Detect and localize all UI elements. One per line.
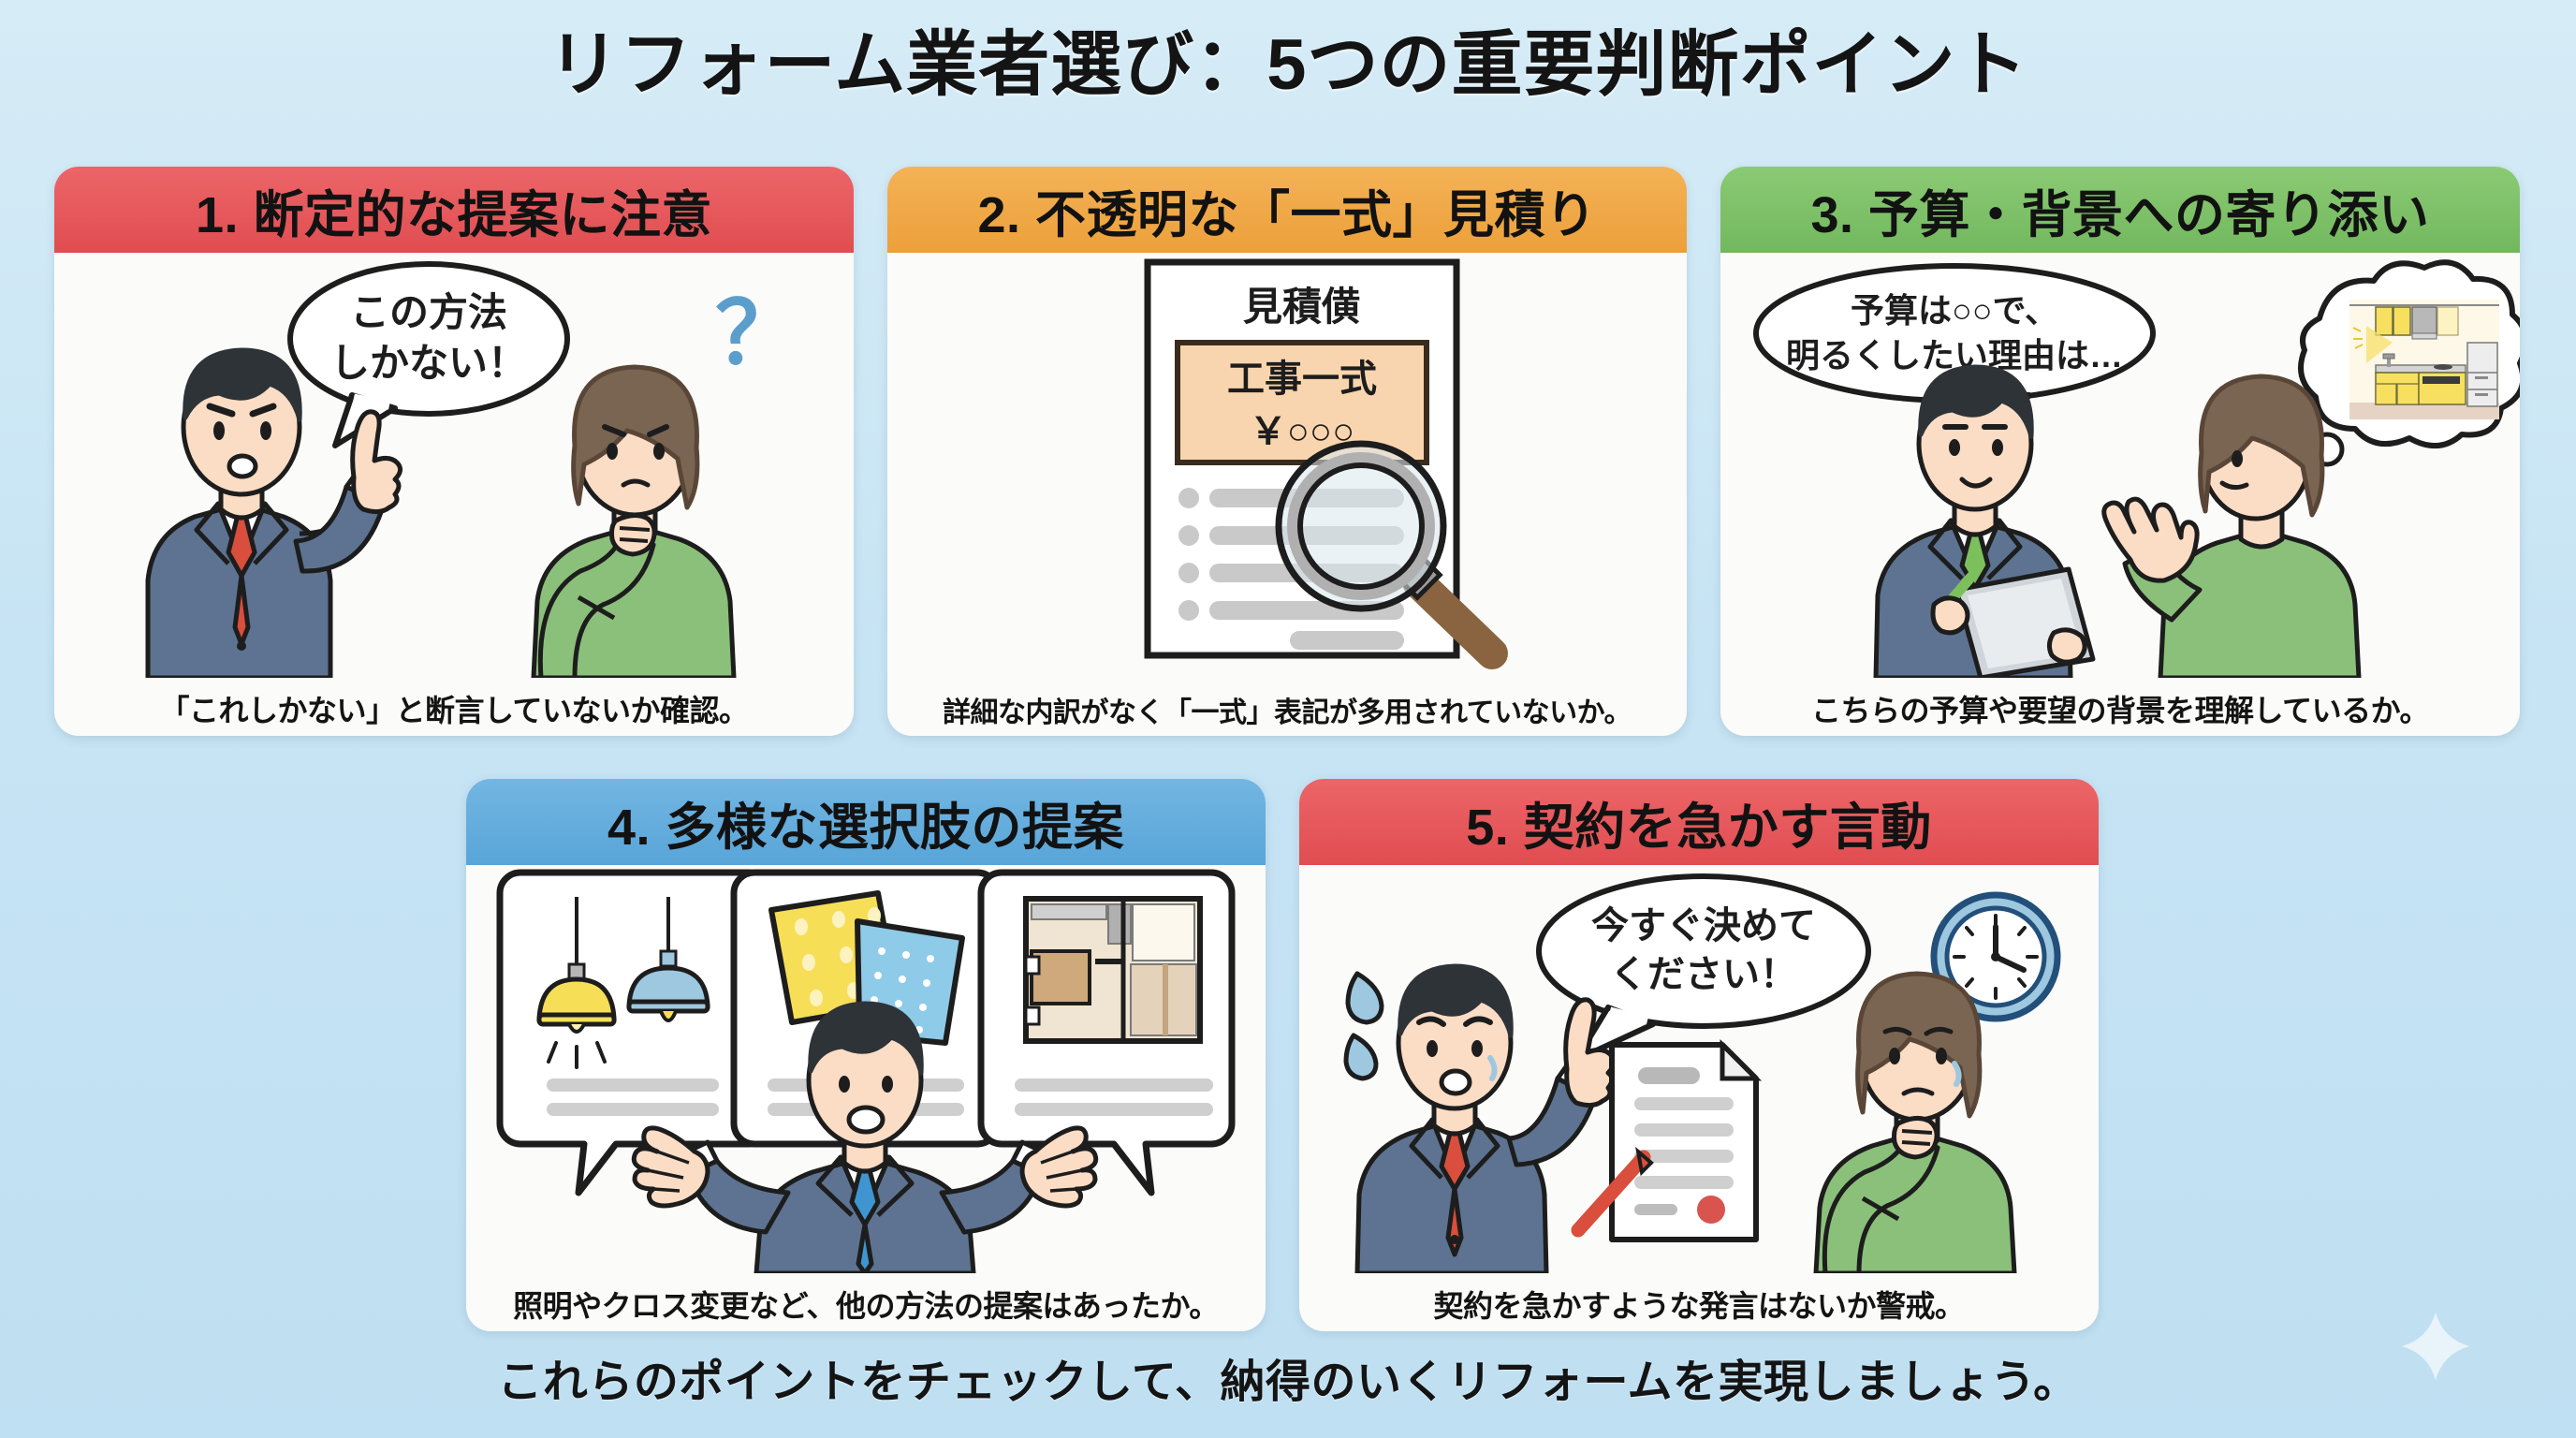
card-2-header: 2. 不透明な「一式」見積り [887, 167, 1687, 253]
card-4-illustration [466, 865, 1266, 1273]
thought-bubble-kitchen [2291, 259, 2520, 490]
contract-document [1571, 1038, 1763, 1242]
kitchen-illustration [2349, 300, 2499, 419]
option-bubble-lighting [496, 869, 773, 1196]
point-card-3: 3. 予算・背景への寄り添い 予算は○○で、 明るくしたい理由は… [1720, 167, 2520, 736]
card-3-illustration: 予算は○○で、 明るくしたい理由は… [1720, 253, 2520, 678]
page-title: リフォーム業者選び：5つの重要判断ポイント [548, 25, 2028, 105]
wall-clock-icon [1930, 891, 2061, 1022]
speech-bubble-1: この方法 しかない！ [287, 261, 570, 448]
card-1-illustration: この方法 しかない！ ？ [54, 253, 854, 678]
pushy-salesman-figure [1354, 963, 1616, 1273]
speech-line-2: ください！ [1610, 954, 1797, 995]
card-3-header: 3. 予算・背景への寄り添い [1720, 167, 2520, 253]
card-3-caption: こちらの予算や要望の背景を理解しているか。 [1811, 694, 2429, 727]
worried-homeowner-figure [1813, 971, 2017, 1273]
sweat-drops-icon [1343, 971, 1384, 1081]
card-5-caption: 契約を急かすような発言はないか警戒。 [1433, 1289, 1965, 1323]
document-title: 見積僙 [1243, 285, 1361, 329]
card-2-illustration: 見積僙 工事一式 ￥○○○ [887, 253, 1687, 678]
document-highlight-line-1: 工事一式 [1227, 359, 1377, 400]
speech-line-2: しかない！ [330, 341, 527, 385]
question-mark-icon: ？ [715, 286, 801, 382]
listening-salesman-figure [1873, 364, 2096, 678]
card-1-header: 1. 断定的な提案に注意 [54, 167, 854, 253]
speech-line-1: この方法 [350, 290, 507, 334]
card-1-caption: 「これしかない」と断言していないか確認。 [159, 694, 749, 727]
salesman-figure [145, 347, 402, 678]
point-card-2: 2. 不透明な「一式」見積り 見積僙 工事一式 ￥○○○ [887, 167, 1687, 736]
worried-woman-figure [531, 364, 737, 678]
point-card-1: 1. 断定的な提案に注意 この方法 しかない！ ？ [54, 167, 854, 736]
presenting-salesman-figure [631, 1001, 1099, 1273]
speech-line-1: 予算は○○で、 [1851, 291, 2058, 330]
card-4-header: 4. 多様な選択肢の提案 [466, 779, 1266, 865]
magnifier-icon [1275, 440, 1508, 669]
homeowner-woman-figure [2101, 374, 2362, 678]
option-bubble-floorplan [977, 869, 1236, 1196]
speech-line-1: 今すぐ決めて [1591, 905, 1816, 946]
page-footer: これらのポイントをチェックして、納得のいくリフォームを実現しましょう。 [497, 1357, 2079, 1407]
point-card-5: 5. 契約を急かす言動 今すぐ決めて ください！ [1299, 779, 2099, 1331]
speech-bubble-5: 今すぐ決めて ください！ [1536, 873, 1871, 1063]
card-2-caption: 詳細な内訳がなく「一式」表記が多用されていないか。 [943, 697, 1632, 728]
card-4-caption: 照明やクロス変更など、他の方法の提案はあったか。 [513, 1289, 1219, 1323]
point-card-4: 4. 多様な選択肢の提案 [466, 779, 1266, 1331]
card-5-illustration: 今すぐ決めて ください！ [1299, 865, 2099, 1273]
card-5-header: 5. 契約を急かす言動 [1299, 779, 2099, 865]
sparkle-icon [2402, 1313, 2469, 1380]
